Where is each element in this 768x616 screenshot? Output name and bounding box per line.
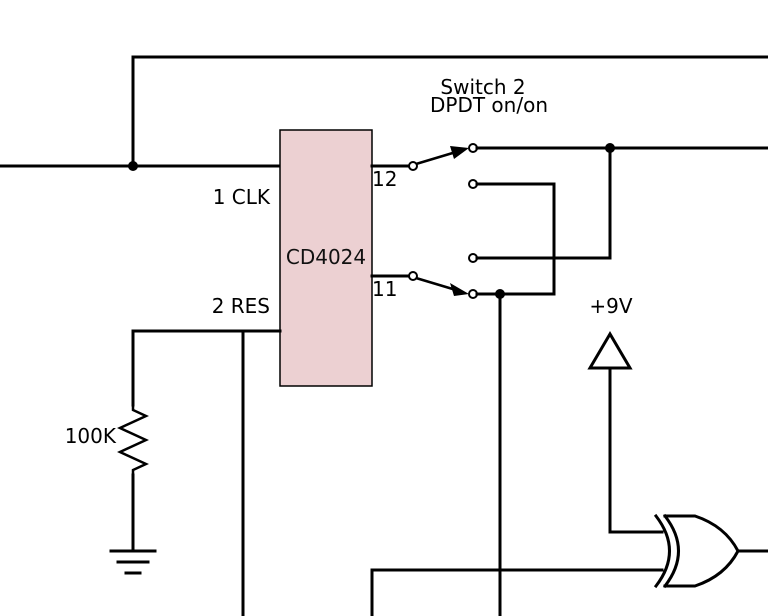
switch-lever-2 xyxy=(415,276,457,292)
xor-gate-icon xyxy=(653,513,740,589)
cd4024-chip xyxy=(279,129,373,387)
switch-pole-2 xyxy=(408,271,418,281)
pin-12-label: 12 xyxy=(372,167,397,191)
res-wire xyxy=(131,329,282,407)
resistor-100k xyxy=(117,405,149,475)
xor-input-b-wire xyxy=(370,568,664,616)
pin-res-label: 2 RES xyxy=(212,294,270,318)
feedback-wire xyxy=(131,55,768,168)
switch-lever-1 xyxy=(415,150,457,166)
power-wire xyxy=(608,366,664,534)
power-label: +9V xyxy=(589,294,632,318)
switch-arrow-2 xyxy=(450,283,469,296)
pin-clk-label: 1 CLK xyxy=(213,185,271,209)
switch-title-line2: DPDT on/on xyxy=(430,93,548,117)
pin-11-label: 11 xyxy=(372,277,397,301)
ground-icon xyxy=(109,549,157,575)
contact-1b-wire xyxy=(475,182,556,296)
junction-dot xyxy=(128,161,138,171)
chip-label: CD4024 xyxy=(286,245,366,269)
resistor-label: 100K xyxy=(65,424,117,448)
power-triangle-icon xyxy=(587,331,633,370)
switch-arrow-1 xyxy=(450,146,469,159)
switch-pole-1 xyxy=(408,161,418,171)
contact-2a-wire xyxy=(475,146,612,260)
switch-title-line1: Switch 2 xyxy=(440,75,525,99)
